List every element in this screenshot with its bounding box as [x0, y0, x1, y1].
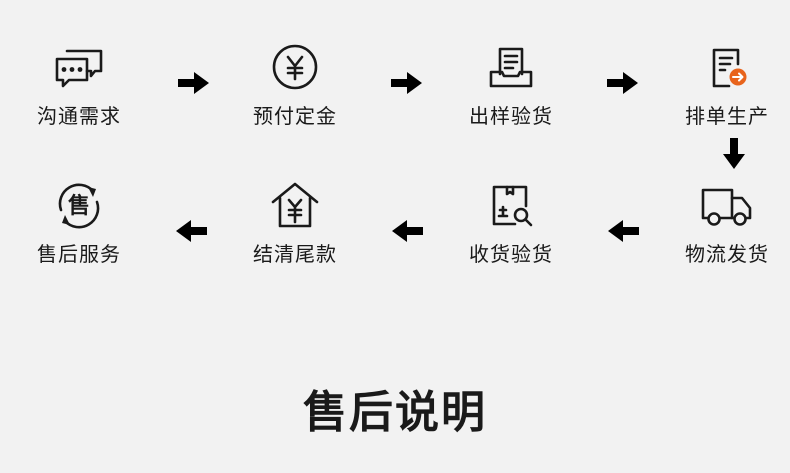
- step-prepay-deposit: 预付定金: [235, 40, 355, 130]
- document-tray-icon: [483, 40, 539, 96]
- delivery-truck-icon: [699, 178, 755, 234]
- yen-coin-icon: [267, 40, 323, 96]
- arrow-left-icon: [607, 219, 639, 243]
- arrow-down-icon: [722, 138, 746, 170]
- step-label: 物流发货: [685, 242, 769, 266]
- arrow-right-icon: [607, 71, 639, 95]
- step-label: 预付定金: [253, 104, 337, 128]
- step-label: 收货验货: [469, 242, 553, 266]
- service-glyph: 售: [68, 193, 90, 219]
- chat-bubbles-icon: [51, 40, 107, 96]
- step-after-sales-service: 售 售后服务: [19, 178, 139, 268]
- arrow-left-icon: [175, 219, 207, 243]
- step-communicate-needs: 沟通需求: [19, 40, 139, 130]
- step-sample-inspection: 出样验货: [451, 40, 571, 130]
- step-label: 出样验货: [469, 104, 553, 128]
- arrow-left-icon: [391, 219, 423, 243]
- step-label: 排单生产: [685, 104, 769, 128]
- step-settle-balance: 结清尾款: [235, 178, 355, 268]
- box-search-icon: [483, 178, 539, 234]
- service-circle-icon: 售: [51, 178, 107, 234]
- step-receive-inspection: 收货验货: [451, 178, 571, 268]
- arrow-right-icon: [391, 71, 423, 95]
- step-label: 沟通需求: [37, 104, 121, 128]
- arrow-right-icon: [178, 71, 210, 95]
- page-title: 售后说明: [303, 387, 487, 438]
- step-label: 售后服务: [37, 242, 121, 266]
- step-logistics-shipping: 物流发货: [667, 178, 787, 268]
- yen-house-icon: [267, 178, 323, 234]
- document-arrow-icon: [699, 40, 755, 96]
- step-schedule-production: 排单生产: [667, 40, 787, 130]
- step-label: 结清尾款: [253, 242, 337, 266]
